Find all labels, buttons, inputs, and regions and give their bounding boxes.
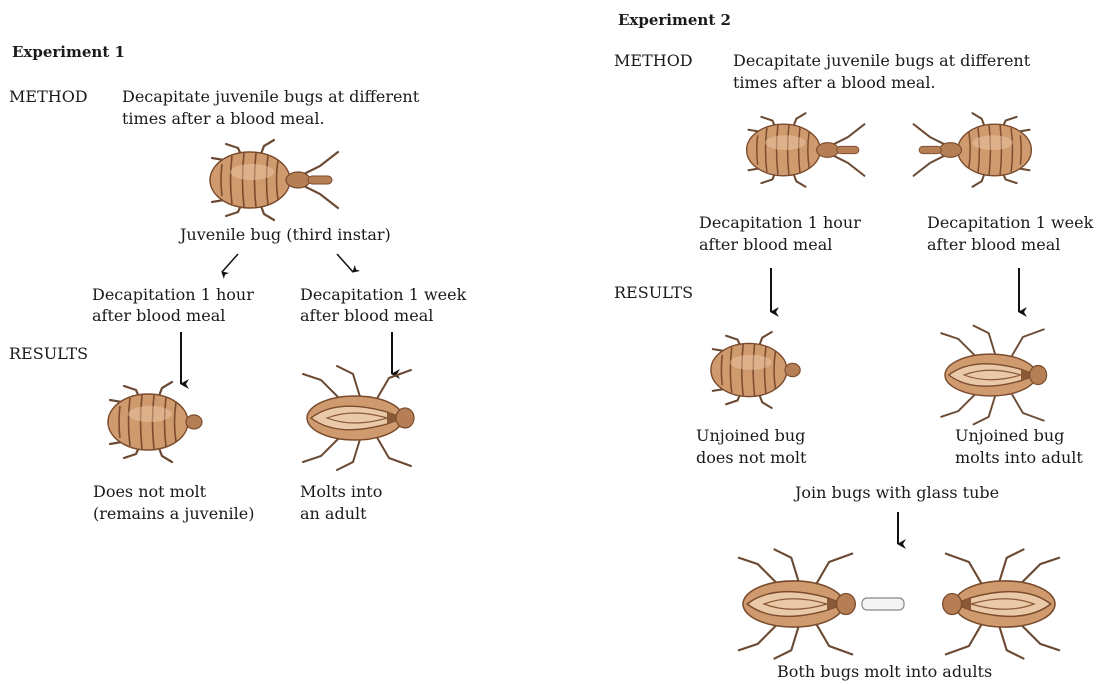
exp1-left-condition-line1: Decapitation 1 hour: [92, 284, 254, 306]
exp2-left-result-line2: does not molt: [696, 447, 806, 469]
experiment-2-title: Experiment 2: [618, 9, 731, 31]
exp2-method-text-line1: Decapitate juvenile bugs at different: [733, 50, 1030, 72]
exp2-right-result-line1: Unjoined bug: [955, 425, 1064, 447]
exp2-method-text-line2: times after a blood meal.: [733, 72, 936, 94]
join-bugs-label: Join bugs with glass tube: [795, 482, 999, 504]
exp1-left-result-line2: (remains a juvenile): [93, 503, 254, 525]
exp2-results-label: RESULTS: [614, 282, 693, 304]
arrow-left-branch: [222, 254, 238, 272]
nymph-no-molt-icon: [108, 382, 202, 462]
exp2-right-condition-line2: after blood meal: [927, 234, 1060, 256]
exp2-right-condition-line1: Decapitation 1 week: [927, 212, 1093, 234]
exp1-left-condition-line2: after blood meal: [92, 305, 225, 327]
exp1-method-label: METHOD: [9, 86, 88, 108]
exp1-right-condition-line1: Decapitation 1 week: [300, 284, 466, 306]
exp2-left-condition-line2: after blood meal: [699, 234, 832, 256]
exp1-results-label: RESULTS: [9, 343, 88, 365]
exp2-left-result-line1: Unjoined bug: [696, 425, 805, 447]
unjoined-adult-icon: [941, 326, 1046, 425]
unjoined-nymph-icon: [711, 332, 800, 408]
exp1-left-result-line1: Does not molt: [93, 481, 206, 503]
adult-bug-icon: [303, 366, 414, 470]
exp1-right-result-line1: Molts into: [300, 481, 382, 503]
experiment-1-title: Experiment 1: [12, 41, 125, 63]
juvenile-bug-right-icon: [914, 113, 1032, 187]
exp2-left-condition-line1: Decapitation 1 hour: [699, 212, 861, 234]
exp2-right-result-line2: molts into adult: [955, 447, 1083, 469]
exp2-method-label: METHOD: [614, 50, 693, 72]
joined-bugs-icon: [739, 549, 1059, 658]
both-molt-label: Both bugs molt into adults: [777, 661, 992, 683]
exp1-method-text-line2: times after a blood meal.: [122, 108, 325, 130]
arrow-right-branch: [337, 254, 353, 272]
exp1-right-condition-line2: after blood meal: [300, 305, 433, 327]
exp1-right-result-line2: an adult: [300, 503, 367, 525]
juvenile-bug-icon: [210, 140, 338, 220]
juvenile-bug-label: Juvenile bug (third instar): [180, 224, 391, 246]
exp1-method-text-line1: Decapitate juvenile bugs at different: [122, 86, 419, 108]
juvenile-bug-left-icon: [747, 113, 865, 187]
